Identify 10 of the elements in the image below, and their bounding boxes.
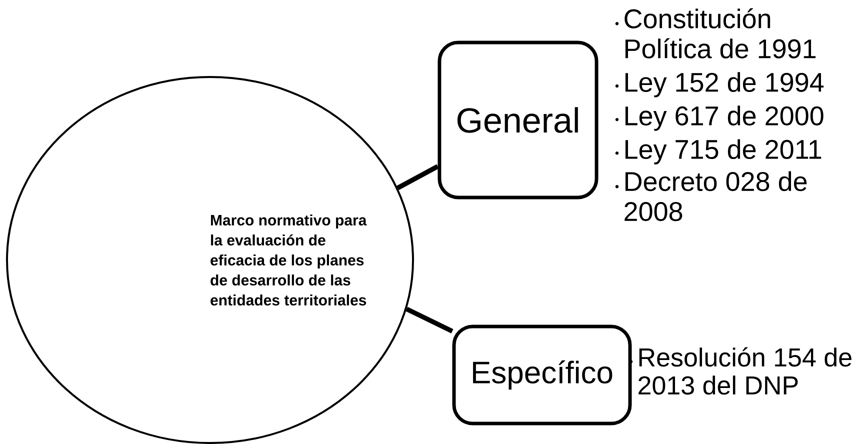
bullet-item: Ley 152 de 1994 [615,72,824,98]
bullet-item: Resolución 154 de 2013 del DNP [629,347,852,395]
bullet-item: Decreto 028 de 2008 [615,171,807,222]
bullet-item: Constitución Política de 1991 [615,8,816,58]
category-box: General [438,40,598,200]
connector-line [396,164,439,190]
category-box: Específico [452,324,632,426]
connector-line [406,306,454,334]
bullet-item: Ley 617 de 2000 [615,106,824,131]
bullet-item: Ley 715 de 2011 [615,139,822,164]
